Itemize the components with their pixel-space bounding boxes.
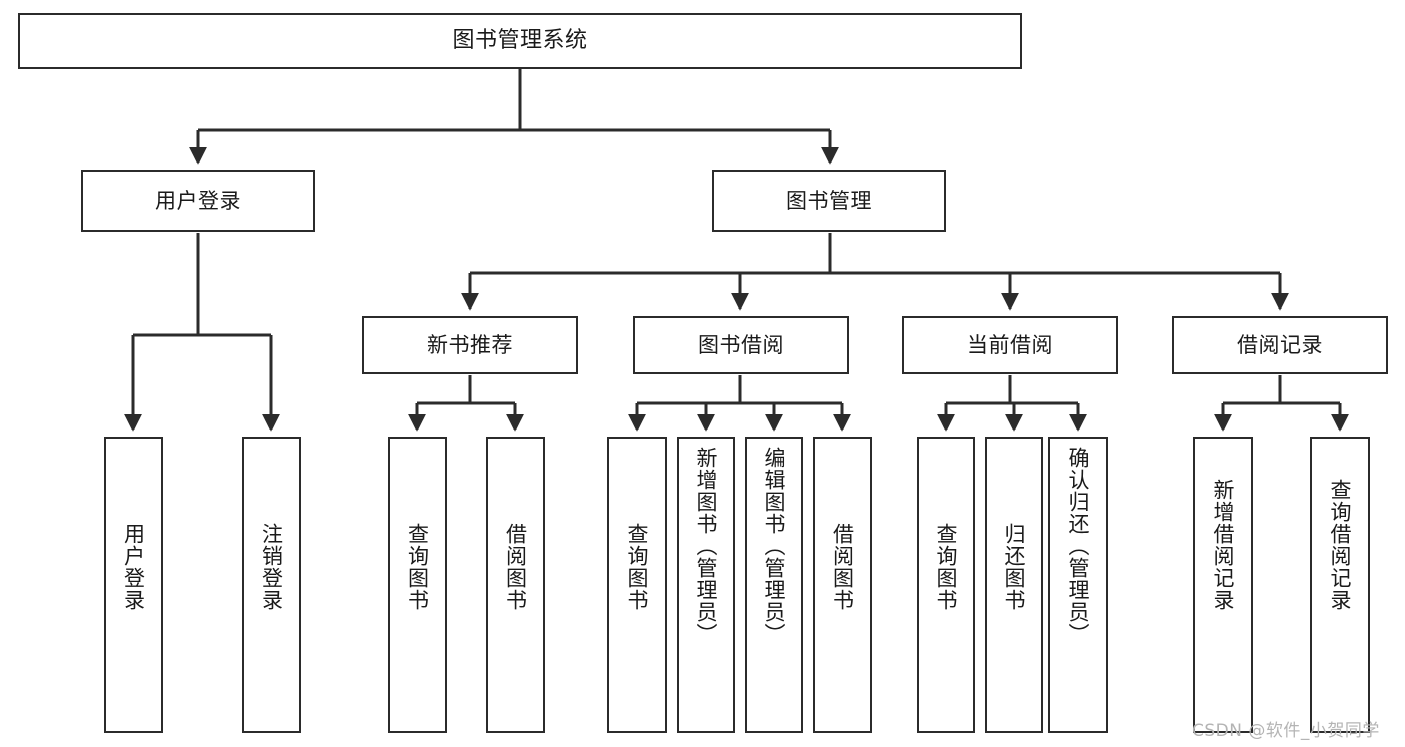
node-new-book-recommend[interactable]: 新书推荐 [362,316,578,374]
leaf-query-book-1[interactable]: 查询图书 [388,437,447,733]
leaf-query-book-3-label: 查询图书 [934,523,959,611]
leaf-query-book-2[interactable]: 查询图书 [607,437,667,733]
leaf-add-book[interactable]: 新增图书（管理员） [677,437,735,733]
node-borrow-record[interactable]: 借阅记录 [1172,316,1388,374]
leaf-borrow-book-1-label: 借阅图书 [503,523,528,611]
node-current-borrow[interactable]: 当前借阅 [902,316,1118,374]
leaf-query-book-1-label: 查询图书 [405,523,430,611]
csdn-watermark: CSDN @软件_小贺同学 [1192,721,1380,741]
leaf-borrow-book-2[interactable]: 借阅图书 [813,437,872,733]
leaf-query-book-3[interactable]: 查询图书 [917,437,975,733]
node-new-book-recommend-label: 新书推荐 [427,332,513,357]
leaf-user-login[interactable]: 用户登录 [104,437,163,733]
node-book-borrow-label: 图书借阅 [698,332,784,357]
node-root[interactable]: 图书管理系统 [18,13,1022,69]
node-user-login-label: 用户登录 [155,188,241,213]
leaf-edit-book[interactable]: 编辑图书（管理员） [745,437,803,733]
leaf-add-record[interactable]: 新增借阅记录 [1193,437,1253,733]
node-user-login[interactable]: 用户登录 [81,170,315,232]
node-root-label: 图书管理系统 [452,28,588,54]
node-book-manage[interactable]: 图书管理 [712,170,946,232]
leaf-return-book[interactable]: 归还图书 [985,437,1043,733]
leaf-logout-login[interactable]: 注销登录 [242,437,301,733]
leaf-borrow-book-1[interactable]: 借阅图书 [486,437,545,733]
leaf-add-book-label: 新增图书（管理员） [694,447,719,645]
leaf-query-record-label: 查询借阅记录 [1328,479,1353,611]
leaf-return-book-label: 归还图书 [1002,523,1027,611]
leaf-query-record[interactable]: 查询借阅记录 [1310,437,1370,733]
leaf-logout-login-label: 注销登录 [259,523,284,611]
node-borrow-record-label: 借阅记录 [1237,332,1323,357]
leaf-user-login-label: 用户登录 [121,523,146,611]
leaf-edit-book-label: 编辑图书（管理员） [762,447,787,645]
node-book-borrow[interactable]: 图书借阅 [633,316,849,374]
leaf-add-record-label: 新增借阅记录 [1211,479,1236,611]
leaf-confirm-return-label: 确认归还（管理员） [1066,447,1091,645]
leaf-query-book-2-label: 查询图书 [625,523,650,611]
leaf-confirm-return[interactable]: 确认归还（管理员） [1048,437,1108,733]
leaf-borrow-book-2-label: 借阅图书 [830,523,855,611]
node-current-borrow-label: 当前借阅 [967,332,1053,357]
node-book-manage-label: 图书管理 [786,188,872,213]
